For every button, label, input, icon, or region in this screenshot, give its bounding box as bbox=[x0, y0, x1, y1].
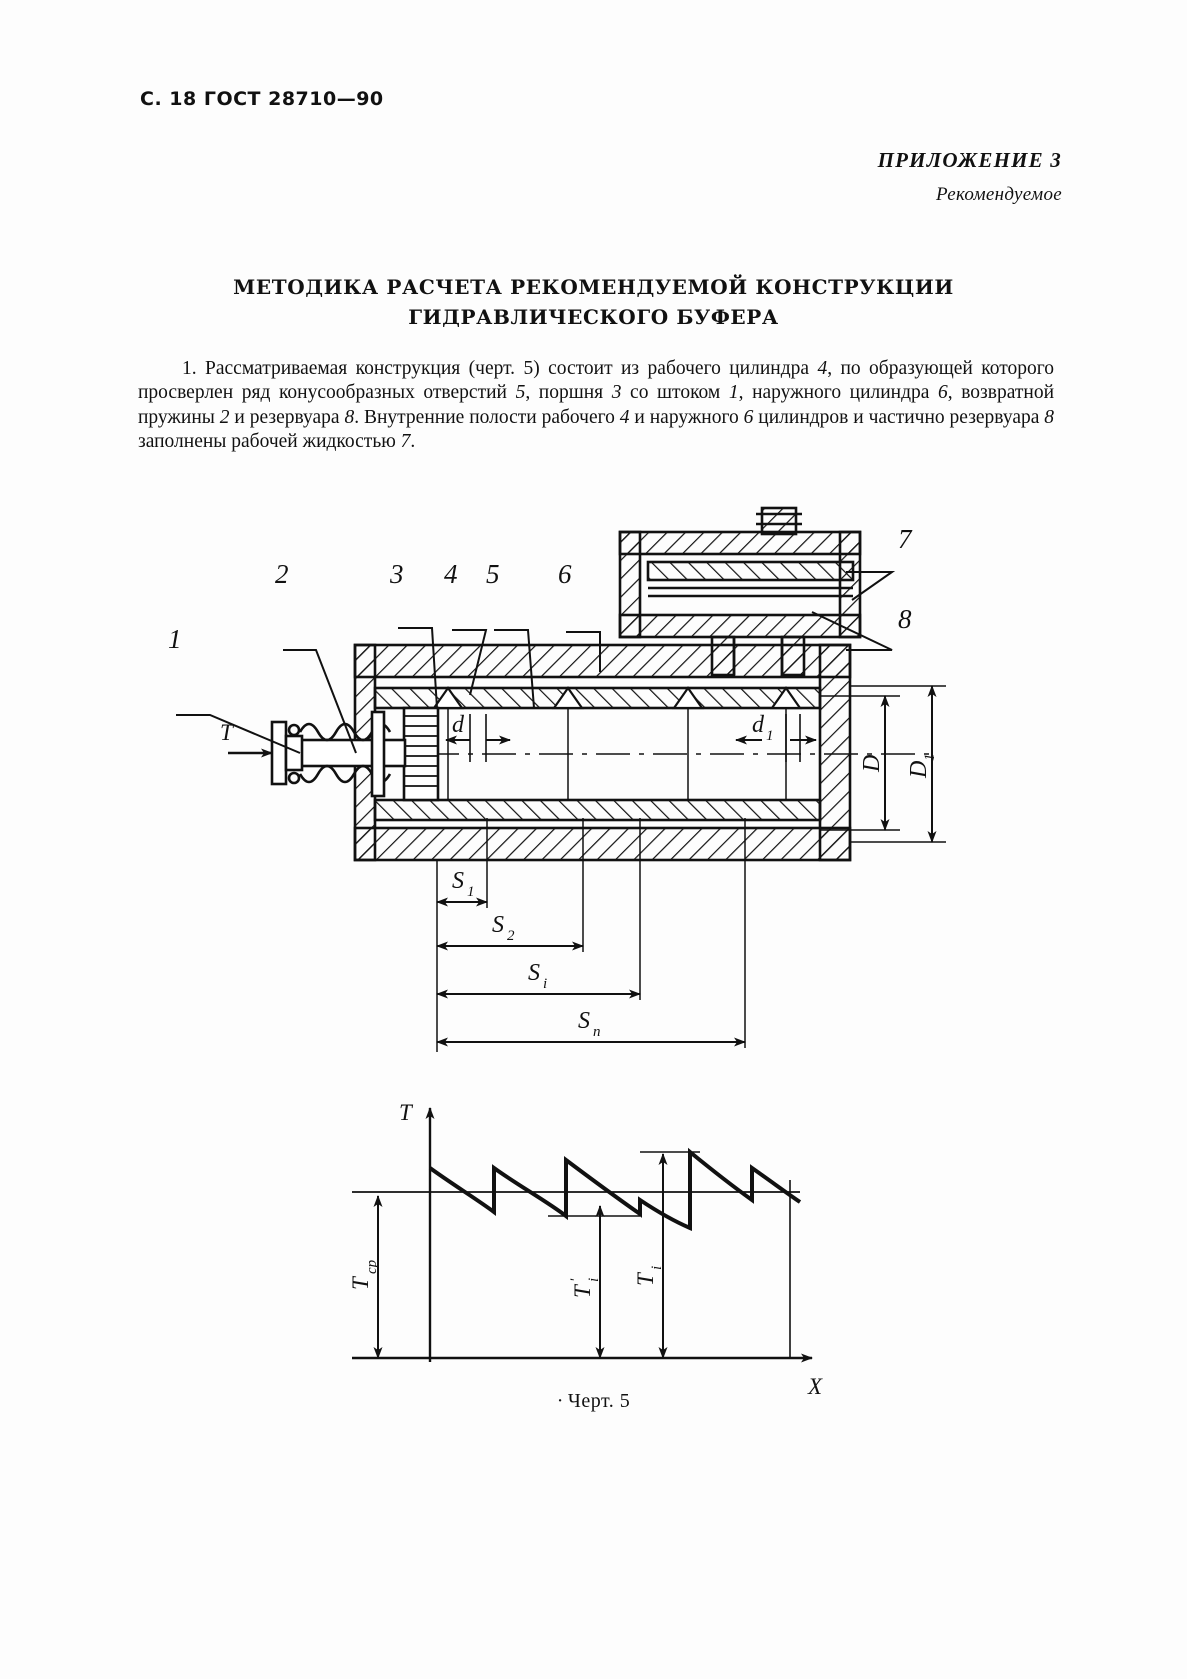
running-head: С. 18 ГОСТ 28710—90 bbox=[140, 88, 384, 110]
svg-text:S: S bbox=[452, 868, 464, 894]
page-title: МЕТОДИКА РАСЧЕТА РЕКОМЕНДУЕМОЙ КОНСТРУКЦ… bbox=[0, 272, 1187, 332]
svg-text:T: T bbox=[348, 1275, 373, 1290]
figure-bore-label-d: d bbox=[452, 712, 465, 738]
figure-svg: T 1 2 3 4 5 6 7 8 d d 1 D bbox=[168, 506, 946, 1399]
figure-callout-1: 1 bbox=[168, 624, 182, 654]
svg-text:2: 2 bbox=[507, 928, 515, 944]
caption-text: Черт. 5 bbox=[567, 1390, 631, 1412]
body-paragraph-1: 1. Рассматриваемая конструкция (черт. 5)… bbox=[138, 358, 1055, 452]
svg-text:D: D bbox=[859, 755, 885, 773]
figure-callout-2: 2 bbox=[275, 559, 289, 589]
figure-callout-5: 5 bbox=[486, 559, 500, 589]
svg-text:1: 1 bbox=[766, 728, 774, 744]
svg-text:': ' bbox=[568, 1278, 584, 1282]
figure-stroke-label-Si: S i bbox=[528, 960, 547, 992]
chart-y-axis-label: T bbox=[399, 1100, 414, 1125]
page-title-line1: МЕТОДИКА РАСЧЕТА РЕКОМЕНДУЕМОЙ КОНСТРУКЦ… bbox=[233, 275, 954, 299]
svg-text:T: T bbox=[633, 1271, 658, 1286]
appendix-subtitle: Рекомендуемое bbox=[936, 184, 1062, 205]
svg-text:S: S bbox=[578, 1008, 590, 1034]
appendix-block: ПРИЛОЖЕНИЕ 3 Рекомендуемое bbox=[878, 148, 1062, 206]
svg-text:d: d bbox=[752, 712, 765, 738]
caption-dot: · bbox=[556, 1390, 564, 1412]
svg-text:n: n bbox=[593, 1024, 601, 1040]
svg-text:ср: ср bbox=[364, 1259, 380, 1274]
figure-callout-3: 3 bbox=[389, 559, 404, 589]
figure-stroke-label-S1: S 1 bbox=[452, 868, 475, 900]
svg-text:S: S bbox=[528, 960, 540, 986]
svg-text:i: i bbox=[649, 1266, 665, 1270]
figure-stroke-label-Sn: S n bbox=[578, 1008, 601, 1040]
chart-x-axis-label: X bbox=[807, 1374, 823, 1399]
chart-annotation-T-i: T i bbox=[633, 1266, 665, 1286]
figure-callout-6: 6 bbox=[558, 559, 572, 589]
figure-chert-5: T 1 2 3 4 5 6 7 8 d d 1 D bbox=[0, 500, 1187, 1450]
figure-label-force-T: T bbox=[220, 720, 235, 745]
figure-callout-4: 4 bbox=[444, 559, 458, 589]
svg-text:T: T bbox=[570, 1283, 595, 1298]
svg-text:1: 1 bbox=[922, 754, 938, 762]
chart-annotation-T-sr: T ср bbox=[348, 1259, 380, 1290]
figure-stroke-label-S2: S 2 bbox=[492, 912, 515, 944]
svg-text:D: D bbox=[906, 761, 932, 779]
svg-text:i: i bbox=[543, 976, 547, 992]
page-title-line2: ГИДРАВЛИЧЕСКОГО БУФЕРА bbox=[408, 305, 779, 329]
figure-bore-label-d1: d 1 bbox=[752, 712, 774, 744]
figure-diameter-label-D1: D 1 bbox=[906, 754, 938, 780]
chart-annotation-T-i-prime: T i ' bbox=[568, 1278, 602, 1298]
figure-caption: ·Черт. 5 bbox=[0, 1390, 1187, 1413]
appendix-title: ПРИЛОЖЕНИЕ 3 bbox=[877, 148, 1062, 172]
svg-text:i: i bbox=[586, 1278, 602, 1282]
figure-diameter-label-D: D bbox=[859, 755, 885, 773]
svg-text:S: S bbox=[492, 912, 504, 938]
svg-text:1: 1 bbox=[467, 884, 475, 900]
figure-callout-7: 7 bbox=[898, 524, 913, 554]
figure-callout-8: 8 bbox=[898, 604, 912, 634]
